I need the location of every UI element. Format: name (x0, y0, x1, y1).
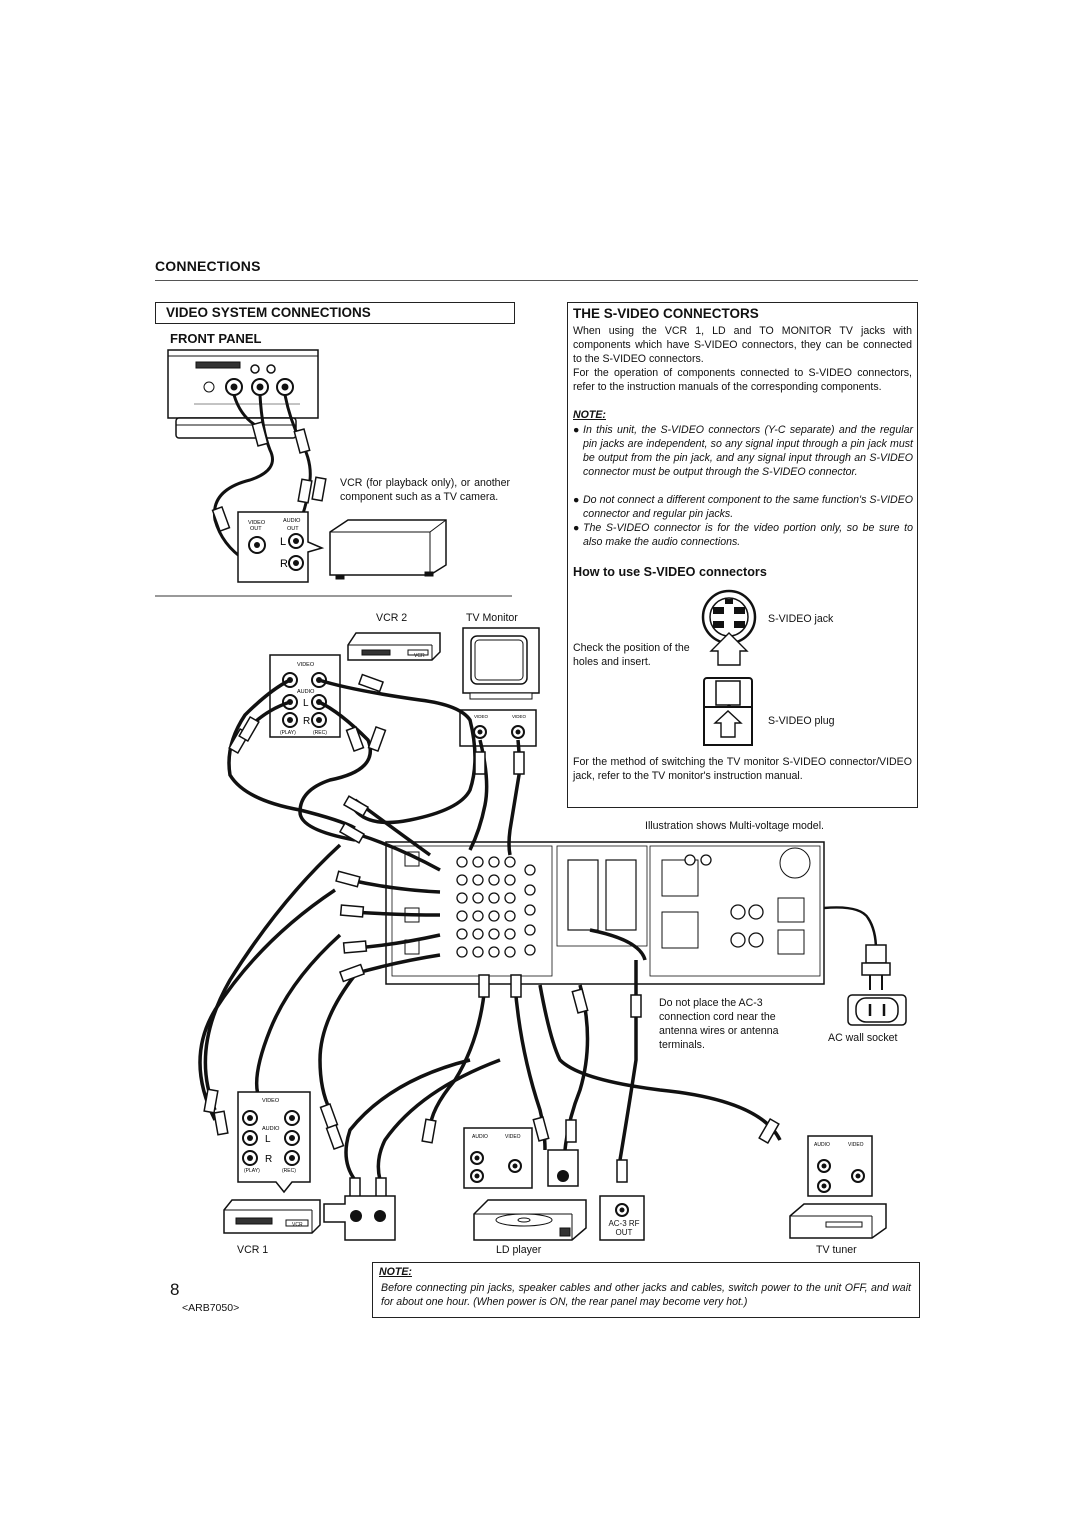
svideo-box: THE S-VIDEO CONNECTORS When using the VC… (567, 302, 918, 808)
vcr1-svideo-jacks (323, 1195, 396, 1241)
vcr-playback-note: VCR (for playback only), or another comp… (340, 477, 510, 503)
svg-text:R: R (280, 558, 288, 570)
svideo-illustrations (701, 589, 757, 746)
svg-text:AUDIO: AUDIO (262, 1126, 280, 1132)
svg-text:R: R (265, 1154, 272, 1165)
tv-tuner-jacks: AUDIO VIDEO (807, 1135, 873, 1197)
cables (198, 678, 782, 1182)
svg-text:R: R (303, 716, 310, 727)
svideo-jack-label: S-VIDEO jack (768, 613, 834, 625)
svg-text:VIDEO: VIDEO (505, 1134, 521, 1140)
tv-tuner-device (789, 1203, 887, 1239)
section-heading: CONNECTIONS (155, 258, 261, 274)
bottom-note-box: NOTE: Before connecting pin jacks, speak… (372, 1262, 920, 1318)
tv-tuner-label: TV tuner (816, 1244, 857, 1256)
svideo-note-3: ●The S-VIDEO connector is for the video … (573, 522, 913, 548)
svideo-plug-icon (703, 677, 753, 746)
svg-text:AUDIO: AUDIO (472, 1134, 488, 1140)
svg-text:VIDEO: VIDEO (297, 662, 315, 668)
vcr1-device: VCR (223, 1199, 321, 1234)
svideo-para1: When using the VCR 1, LD and TO MONITOR … (573, 325, 912, 365)
bottom-note-label: NOTE: (379, 1266, 412, 1278)
ac-wall-socket-icon (847, 994, 907, 1026)
header-rule (155, 280, 918, 281)
svg-text:AUDIO: AUDIO (283, 518, 301, 524)
svg-text:VCR: VCR (292, 1222, 303, 1228)
svg-text:OUT: OUT (250, 526, 262, 532)
document-code: <ARB7050> (182, 1302, 240, 1314)
vcr2-device: VCR (347, 632, 441, 661)
svideo-note-label: NOTE: (573, 409, 606, 421)
svideo-jack-icon (701, 589, 757, 645)
svg-text:(PLAY): (PLAY) (280, 730, 296, 736)
power-plug-icon (861, 944, 891, 990)
ac3-rf-label: AC-3 RF OUT (608, 1219, 640, 1237)
check-text: Check the position of the holes and inse… (573, 642, 690, 668)
svg-text:(PLAY): (PLAY) (244, 1168, 260, 1174)
tv-camera-box (329, 519, 447, 580)
tv-monitor-label: TV Monitor (466, 612, 518, 624)
ld-jacks: AUDIO VIDEO (463, 1127, 579, 1189)
svg-text:L: L (303, 698, 309, 709)
svideo-para2: For the operation of components connecte… (573, 367, 912, 393)
svg-text:AUDIO: AUDIO (297, 689, 315, 695)
insert-arrow-icon (709, 632, 749, 666)
vcr1-jacks: VIDEO AUDIO L R (PLAY) (REC) (237, 1091, 311, 1194)
vcr2-label: VCR 2 (376, 612, 408, 624)
svg-text:VIDEO: VIDEO (474, 714, 489, 719)
svideo-note-2: ●Do not connect a different component to… (573, 494, 913, 520)
svg-text:VIDEO: VIDEO (262, 1098, 280, 1104)
front-panel-label: FRONT PANEL (170, 331, 262, 346)
cable-plug-icons (203, 673, 780, 1201)
illustration-note: Illustration shows Multi-voltage model. (645, 820, 824, 832)
ac-wall-socket-label: AC wall socket (828, 1032, 898, 1044)
video-system-title: VIDEO SYSTEM CONNECTIONS (166, 305, 371, 320)
svg-text:OUT: OUT (287, 526, 299, 532)
tv-monitor-device (462, 627, 540, 700)
svideo-plug-label: S-VIDEO plug (768, 715, 835, 727)
receiver-jack-grid (456, 854, 764, 958)
vcr2-jacks: VIDEO AUDIO L R (PLAY) (REC) (269, 654, 341, 738)
svg-text:VIDEO: VIDEO (248, 520, 266, 526)
svg-text:L: L (265, 1134, 271, 1145)
plug-icon (211, 421, 327, 533)
ld-player-label: LD player (496, 1244, 542, 1256)
power-cord (823, 906, 878, 951)
svg-text:VIDEO: VIDEO (512, 714, 527, 719)
bottom-note-text: Before connecting pin jacks, speaker cab… (381, 1282, 911, 1308)
svg-text:VCR: VCR (414, 653, 425, 659)
ac3-rf-jack (599, 1195, 645, 1241)
svg-text:L: L (280, 536, 286, 548)
svideo-para3: For the method of switching the TV monit… (573, 756, 912, 782)
ac3-note: Do not place the AC-3 connection cord ne… (659, 997, 779, 1051)
ld-player-device (473, 1199, 587, 1241)
front-panel-illustration (167, 349, 319, 439)
svideo-title: THE S-VIDEO CONNECTORS (573, 306, 759, 321)
svg-text:(REC): (REC) (282, 1168, 296, 1174)
svg-text:AUDIO: AUDIO (814, 1142, 830, 1148)
vcr1-label: VCR 1 (237, 1244, 269, 1256)
page-number: 8 (170, 1280, 180, 1299)
how-to-title: How to use S-VIDEO connectors (573, 565, 767, 579)
svg-text:(REC): (REC) (313, 730, 327, 736)
svideo-note-1: ●In this unit, the S-VIDEO connectors (Y… (573, 424, 913, 478)
video-system-title-box: VIDEO SYSTEM CONNECTIONS (155, 302, 515, 324)
svg-text:VIDEO: VIDEO (848, 1142, 864, 1148)
